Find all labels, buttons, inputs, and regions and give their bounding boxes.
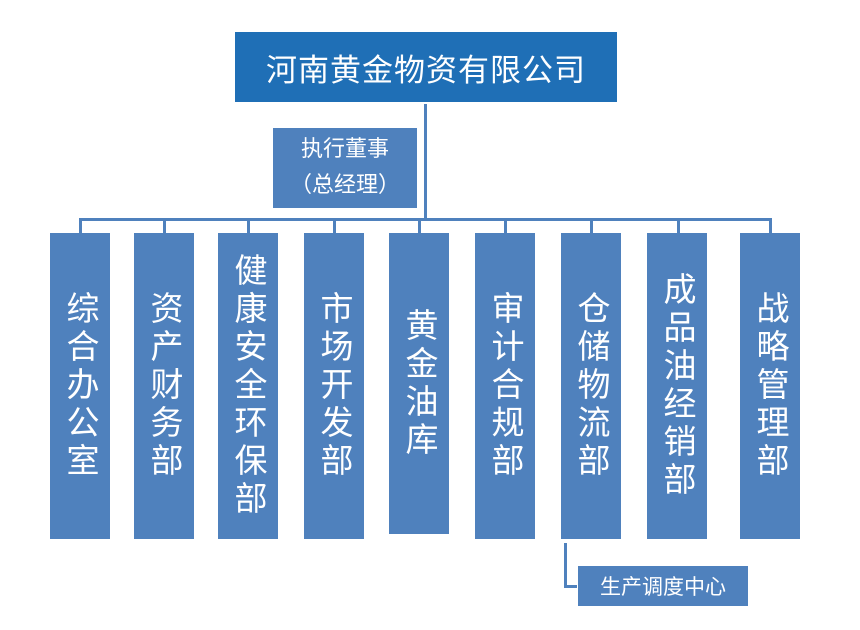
connector-dept-8 xyxy=(677,218,680,234)
dept-strategy-management: 战略管理部 xyxy=(740,233,800,539)
org-executive-director: 执行董事 （总经理） xyxy=(272,127,418,209)
dept-gold-oil-depot: 黄金油库 xyxy=(389,233,449,534)
connector-sub-across xyxy=(564,585,578,588)
dept-hse: 健康安全环保部 xyxy=(218,233,278,539)
connector-dept-7 xyxy=(590,218,593,234)
connector-dept-3 xyxy=(247,218,250,234)
dept-market-development: 市场开发部 xyxy=(304,233,364,539)
connector-root-down xyxy=(424,104,427,220)
dept-warehouse-logistics: 仓储物流部 xyxy=(561,233,621,539)
connector-dept-1 xyxy=(79,218,82,234)
connector-dept-2 xyxy=(163,218,166,234)
executive-subtitle: （总经理） xyxy=(289,173,400,198)
sub-production-dispatch-center: 生产调度中心 xyxy=(577,565,749,607)
connector-dept-4 xyxy=(333,218,336,234)
connector-horizontal-bus xyxy=(80,218,772,221)
connector-dept-5 xyxy=(418,218,421,234)
connector-dept-6 xyxy=(504,218,507,234)
dept-audit-compliance: 审计合规部 xyxy=(475,233,535,539)
org-root-company: 河南黄金物资有限公司 xyxy=(233,30,619,104)
dept-refined-oil-sales: 成品油经销部 xyxy=(647,233,707,539)
executive-title: 执行董事 xyxy=(300,137,389,162)
dept-general-office: 综合办公室 xyxy=(50,233,110,539)
dept-asset-finance: 资产财务部 xyxy=(134,233,194,539)
connector-sub-down xyxy=(564,543,567,587)
connector-dept-9 xyxy=(769,218,772,234)
